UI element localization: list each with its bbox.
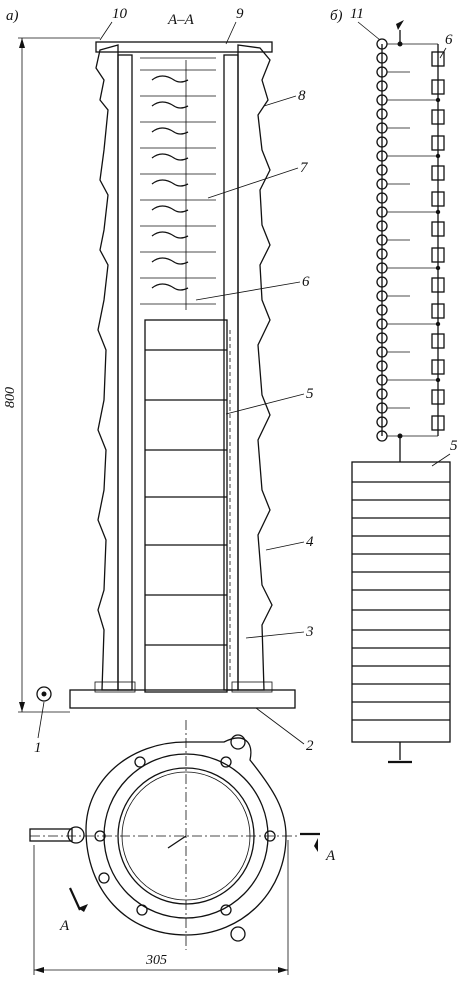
callout-10: 10 [112, 6, 128, 22]
callout-4: 4 [306, 534, 314, 550]
resistor-blocks [144, 319, 231, 693]
grading-resistors [431, 51, 445, 431]
callout-6-right: 6 [445, 32, 453, 48]
porcelain-housing-right [237, 44, 273, 691]
section-marker-left: A [59, 918, 70, 934]
gap-column [376, 38, 388, 442]
base-outline [85, 737, 287, 936]
callout-5: 5 [306, 386, 314, 402]
inner-tube-left [117, 54, 133, 691]
section-view: A–A [36, 12, 296, 709]
callout-3: 3 [305, 624, 314, 640]
section-label: A–A [167, 12, 195, 28]
callout-8: 8 [298, 88, 306, 104]
tap-lines [387, 43, 438, 437]
plan-view: A A [29, 720, 336, 950]
top-cover [95, 41, 273, 53]
spark-gap-stack [140, 60, 216, 310]
width-dimension-value: 305 [145, 953, 167, 968]
base-flange [69, 689, 296, 709]
height-dimension-value: 800 [3, 387, 18, 408]
callout-1: 1 [34, 740, 42, 756]
section-marker-right: A [325, 848, 336, 864]
callout-2: 2 [306, 738, 314, 754]
width-dimension: 305 [33, 840, 289, 975]
panel-label-a: а) [6, 8, 19, 24]
schematic: б) 11 6 [330, 6, 458, 764]
callouts-left: 10 9 8 7 6 5 4 3 2 1 [34, 6, 314, 756]
callout-5-right: 5 [450, 438, 458, 454]
porcelain-housing-left [95, 44, 119, 691]
height-dimension: 800 [3, 37, 100, 713]
nonlinear-resistor-stack [351, 461, 451, 743]
callout-11: 11 [350, 6, 364, 22]
panel-label-b: б) [330, 8, 343, 24]
callout-6: 6 [302, 274, 310, 290]
callout-9: 9 [236, 6, 244, 22]
callout-7: 7 [300, 160, 309, 176]
